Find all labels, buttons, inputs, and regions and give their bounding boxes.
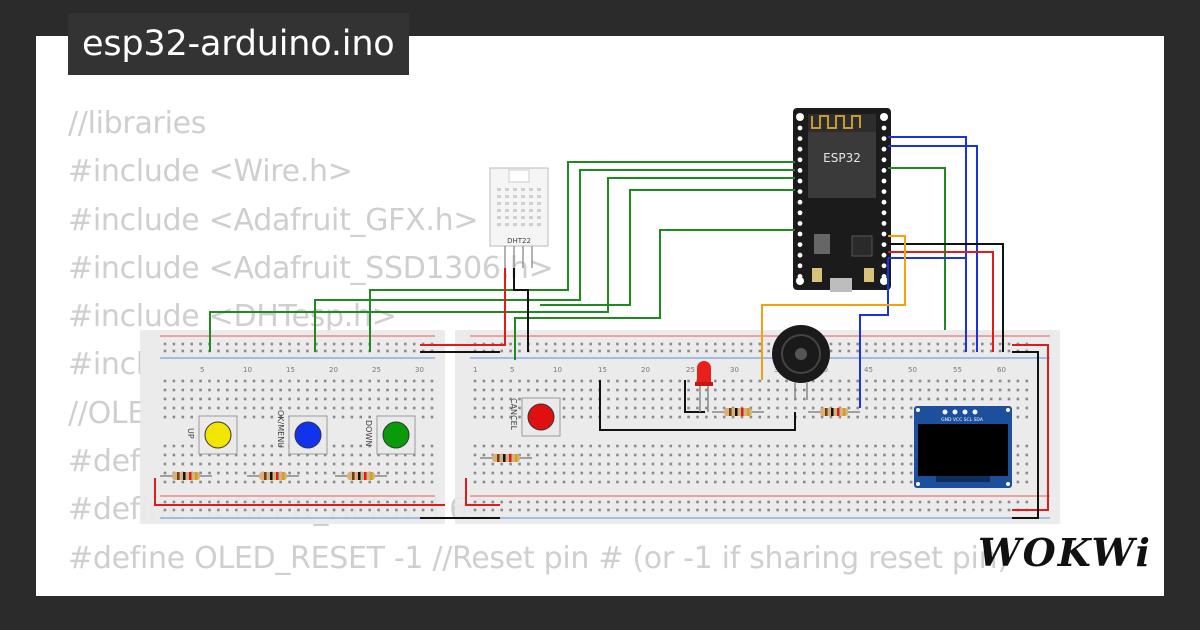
button-ok-menu-cap[interactable] <box>294 421 322 449</box>
oled-pin-labels: GND VCC SCL SDA <box>941 417 984 423</box>
column-number: 60 <box>997 366 1006 374</box>
column-number: 45 <box>864 366 873 374</box>
code-line: #include <Adafruit_SSD1306.h> <box>68 250 554 286</box>
column-number: 55 <box>953 366 962 374</box>
column-number: 50 <box>908 366 917 374</box>
buzzer <box>772 325 830 400</box>
button-down-label: DOWN <box>364 420 373 446</box>
esp32-label: ESP32 <box>823 151 861 165</box>
column-number: 25 <box>686 366 695 374</box>
wokwi-logo: WOKWi <box>978 530 1152 575</box>
column-number: 20 <box>641 366 650 374</box>
red-led <box>695 361 713 412</box>
code-line: #include <DHTesp.h> <box>68 299 397 335</box>
button-cancel-cap[interactable] <box>527 403 555 431</box>
oled-display: GND VCC SCL SDA <box>914 406 1012 488</box>
dht22-label: DHT22 <box>507 237 531 245</box>
resistors <box>160 408 860 480</box>
esp32-board: ESP32 <box>793 108 891 292</box>
column-number: 30 <box>415 366 424 374</box>
button-up-cap[interactable] <box>204 421 232 449</box>
column-number: 10 <box>553 366 562 374</box>
column-number: 30 <box>730 366 739 374</box>
dht22-sensor: DHT22 <box>489 167 549 268</box>
column-number: 25 <box>372 366 381 374</box>
button-ok-menu-label: OK/MENU <box>276 410 285 448</box>
button-ok-menu[interactable]: OK/MENU <box>276 410 328 455</box>
code-line: #define OLED_RESET -1 //Reset pin # (or … <box>68 540 1009 576</box>
button-up-label: UP <box>186 428 195 439</box>
code-line: #include <Wire.h> <box>68 154 353 190</box>
wires <box>154 136 1049 519</box>
button-down-cap[interactable] <box>382 421 410 449</box>
button-down[interactable]: DOWN <box>364 415 416 455</box>
breadboard-right <box>455 330 1060 524</box>
column-number: 1 <box>473 366 477 374</box>
column-number: 15 <box>286 366 295 374</box>
column-number: 15 <box>598 366 607 374</box>
code-line: //libraries <box>68 106 207 141</box>
code-line: #incl <box>68 347 144 383</box>
code-line: //OLE <box>68 395 146 431</box>
file-title: esp32-arduino.ino <box>68 13 409 75</box>
column-number: 10 <box>243 366 252 374</box>
column-number: 5 <box>510 366 514 374</box>
button-up[interactable]: UP <box>186 415 238 455</box>
column-number: 20 <box>329 366 338 374</box>
code-line: #include <Adafruit_GFX.h> <box>68 202 479 238</box>
code-line: #def <box>68 444 140 480</box>
button-cancel-label: CANCEL <box>509 398 518 431</box>
column-number: 5 <box>200 366 204 374</box>
wokwi-logo-text: WOKWi <box>978 530 1152 575</box>
button-cancel[interactable]: CANCEL <box>509 397 561 437</box>
